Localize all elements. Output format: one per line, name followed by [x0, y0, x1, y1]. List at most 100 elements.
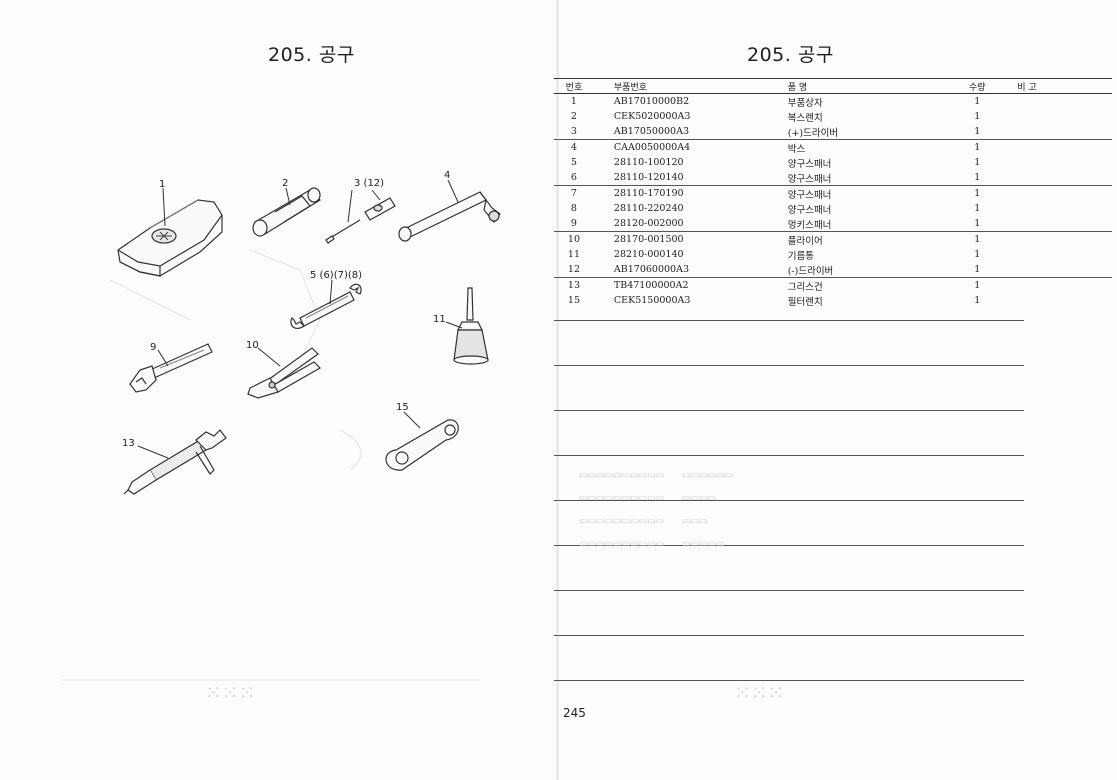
callout-13: 13 [122, 438, 135, 449]
cell-qty: 1 [974, 249, 981, 260]
cell-part-no: 28110-170190 [613, 188, 684, 199]
bleed-through-marks [60, 249, 480, 681]
cell-qty: 1 [937, 124, 1018, 140]
cell-remark [1017, 140, 1112, 156]
cell-part-no: AB17050000A3 [593, 124, 754, 140]
cell-qty: 1 [937, 216, 1018, 232]
cell-qty: 1 [974, 142, 981, 153]
left-page: 205. 공구 1 2 [0, 0, 558, 780]
cell-qty: 1 [974, 203, 981, 214]
ruled-line [554, 365, 1024, 366]
cell-name: 양구스패너 [787, 189, 832, 201]
cell-no: 4 [570, 142, 577, 153]
cell-remark [1017, 216, 1112, 232]
cell-name: 필터렌치 [787, 296, 823, 308]
cell-no: 5 [570, 157, 577, 168]
cell-name: 양구스패너 [787, 158, 832, 170]
callout-2: 2 [282, 178, 288, 189]
cell-name: 플라이어 [787, 235, 823, 247]
tool-box [117, 199, 223, 277]
cell-no: 13 [567, 280, 580, 291]
cell-remark [1017, 293, 1112, 308]
ruled-line [554, 410, 1024, 411]
cell-qty: 1 [974, 96, 981, 107]
cell-part-no: AB17010000B2 [613, 96, 690, 107]
tools-illustration: 1 2 3 (12) 4 [60, 170, 501, 681]
bleed-through-right: ⁙⁙⁙ [734, 680, 785, 704]
cell-no: 8 [570, 203, 577, 214]
cell-remark [1017, 109, 1112, 124]
callout-10: 10 [246, 340, 259, 351]
cell-part-no: 28170-001500 [613, 234, 684, 245]
bleed-through-rows: ▭▭▭▭▭▭▭▭▭▭ ▭▭▭▭▭▭▭▭▭▭▭▭▭▭▭ ▭▭▭▭▭▭▭▭▭▭▭▭▭… [579, 470, 734, 549]
cell-name: 복스렌치 [787, 112, 823, 124]
cell-remark [1017, 262, 1112, 278]
screwdriver-bits [325, 197, 396, 244]
cell-part-no: 28210-000140 [613, 249, 684, 260]
parts-list-title: 205. 공구 [747, 44, 834, 66]
cell-remark [1017, 170, 1112, 186]
header-remark: 비 고 [1017, 78, 1112, 94]
book-gutter [556, 0, 560, 780]
cell-part-no: 28120-002000 [593, 216, 754, 232]
cell-qty: 1 [974, 295, 981, 306]
cell-no: 7 [570, 188, 577, 199]
table-row: 4 CAA0050000A4 박스 1 [554, 140, 1112, 156]
ruled-line [554, 680, 1024, 681]
cell-part-no: 28110-120140 [593, 170, 754, 186]
cell-qty: 1 [974, 157, 981, 168]
cell-no: 6 [554, 170, 594, 186]
cell-name: 양구스패너 [753, 170, 938, 186]
cell-part-no: CEK5020000A3 [613, 111, 691, 122]
cell-no: 10 [567, 234, 580, 245]
table-row: 15 CEK5150000A3 필터렌치 1 [554, 293, 1112, 308]
cell-remark [1017, 201, 1112, 216]
callout-1: 1 [159, 179, 165, 190]
ruled-line [554, 635, 1024, 636]
cell-no: 2 [570, 111, 577, 122]
ruled-line [554, 545, 1024, 546]
ruled-line [554, 320, 1024, 321]
cell-name: 멍키스패너 [753, 216, 938, 232]
filter-wrench [385, 419, 459, 471]
table-row: 1 AB17010000B2 부품상자 1 [554, 94, 1112, 110]
cell-part-no: CAA0050000A4 [613, 142, 691, 153]
cell-remark [1017, 155, 1112, 170]
cell-remark [1017, 186, 1112, 202]
cell-name: (+)드라이버 [753, 124, 938, 140]
cell-name: 박스 [787, 143, 806, 155]
cell-no: 1 [570, 96, 577, 107]
header-qty: 수량 [937, 78, 1018, 94]
bleed-through-left: ⁙⁙⁙ [205, 680, 256, 704]
ruled-line [554, 455, 1024, 456]
cell-no: 9 [554, 216, 594, 232]
header-name: 품 명 [753, 78, 938, 94]
cell-part-no: 28110-220240 [613, 203, 684, 214]
cell-name: 부품상자 [787, 97, 823, 109]
cell-part-no: TB47100000A2 [613, 280, 689, 291]
cell-part-no: CEK5150000A3 [613, 295, 691, 306]
cell-qty: 1 [974, 280, 981, 291]
callout-4: 4 [444, 170, 450, 181]
cell-no: 15 [567, 295, 580, 306]
cell-qty: 1 [937, 170, 1018, 186]
cell-qty: 1 [937, 262, 1018, 278]
cell-remark [1017, 232, 1112, 248]
header-part-no: 부품번호 [593, 78, 754, 94]
ruled-line [554, 500, 1024, 501]
monkey-wrench [129, 343, 213, 393]
cell-no: 11 [567, 249, 580, 260]
cell-remark [1017, 247, 1112, 262]
l-socket-wrench [398, 191, 501, 242]
callout-9: 9 [150, 342, 156, 353]
